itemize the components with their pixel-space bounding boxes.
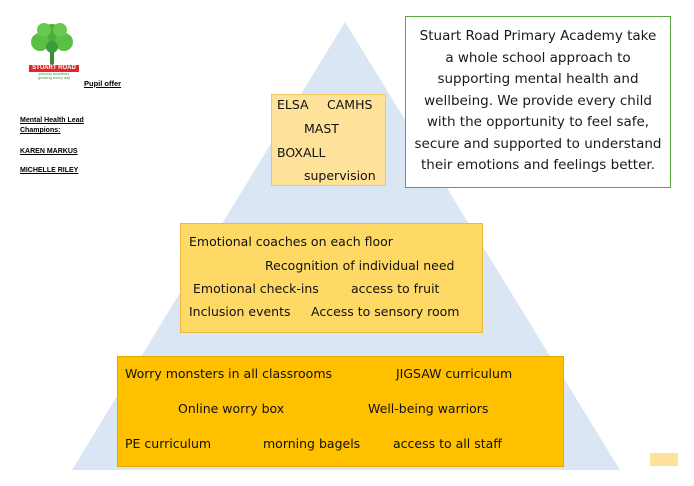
lead-name-michelle: MICHELLE RILEY (20, 167, 79, 174)
logo-tagline: growing every day (37, 75, 71, 80)
item-wellbeing-warriors: Well-being warriors (368, 401, 489, 416)
lead-title-line-2: Champions: (20, 127, 61, 134)
item-sensory-room: Access to sensory room (311, 304, 460, 319)
pyramid-top-tier: ELSA CAMHS MAST BOXALL supervision (271, 94, 386, 186)
item-jigsaw: JIGSAW curriculum (396, 366, 513, 381)
info-text: Stuart Road Primary Academy take a whole… (414, 28, 662, 173)
item-recognition: Recognition of individual need (265, 258, 455, 273)
item-access-staff: access to all staff (393, 436, 502, 451)
item-worry-monsters: Worry monsters in all classrooms (125, 366, 333, 381)
item-morning-bagels: morning bagels (263, 436, 361, 451)
pupil-offer-title: Pupil offer (84, 79, 122, 88)
item-elsa: ELSA (277, 97, 309, 112)
item-boxall: BOXALL (277, 145, 326, 160)
item-emotional-coaches: Emotional coaches on each floor (189, 234, 393, 249)
corner-shape (650, 453, 678, 466)
item-fruit: access to fruit (351, 281, 440, 296)
item-supervision: supervision (304, 168, 376, 183)
lead-title-line-1: Mental Health Lead (20, 117, 84, 124)
logo-subtitle: primary academy (38, 71, 70, 76)
item-pe-curriculum: PE curriculum (125, 436, 212, 451)
logo-school-name: STUART ROAD (29, 65, 79, 72)
pyramid-middle-tier: Emotional coaches on each floor Recognit… (180, 223, 483, 333)
item-inclusion-events: Inclusion events (189, 304, 291, 319)
lead-champions-title: Mental Health Lead Champions: (20, 116, 84, 136)
item-check-ins: Emotional check-ins (193, 281, 319, 296)
pyramid-bottom-tier: Worry monsters in all classrooms JIGSAW … (117, 356, 564, 467)
info-text-box: Stuart Road Primary Academy take a whole… (405, 16, 671, 188)
item-mast: MAST (304, 121, 339, 136)
item-worry-box: Online worry box (178, 401, 285, 416)
lead-name-karen: KAREN MARKUS (20, 148, 78, 155)
item-camhs: CAMHS (327, 97, 373, 112)
school-logo-tree-icon (31, 23, 73, 66)
